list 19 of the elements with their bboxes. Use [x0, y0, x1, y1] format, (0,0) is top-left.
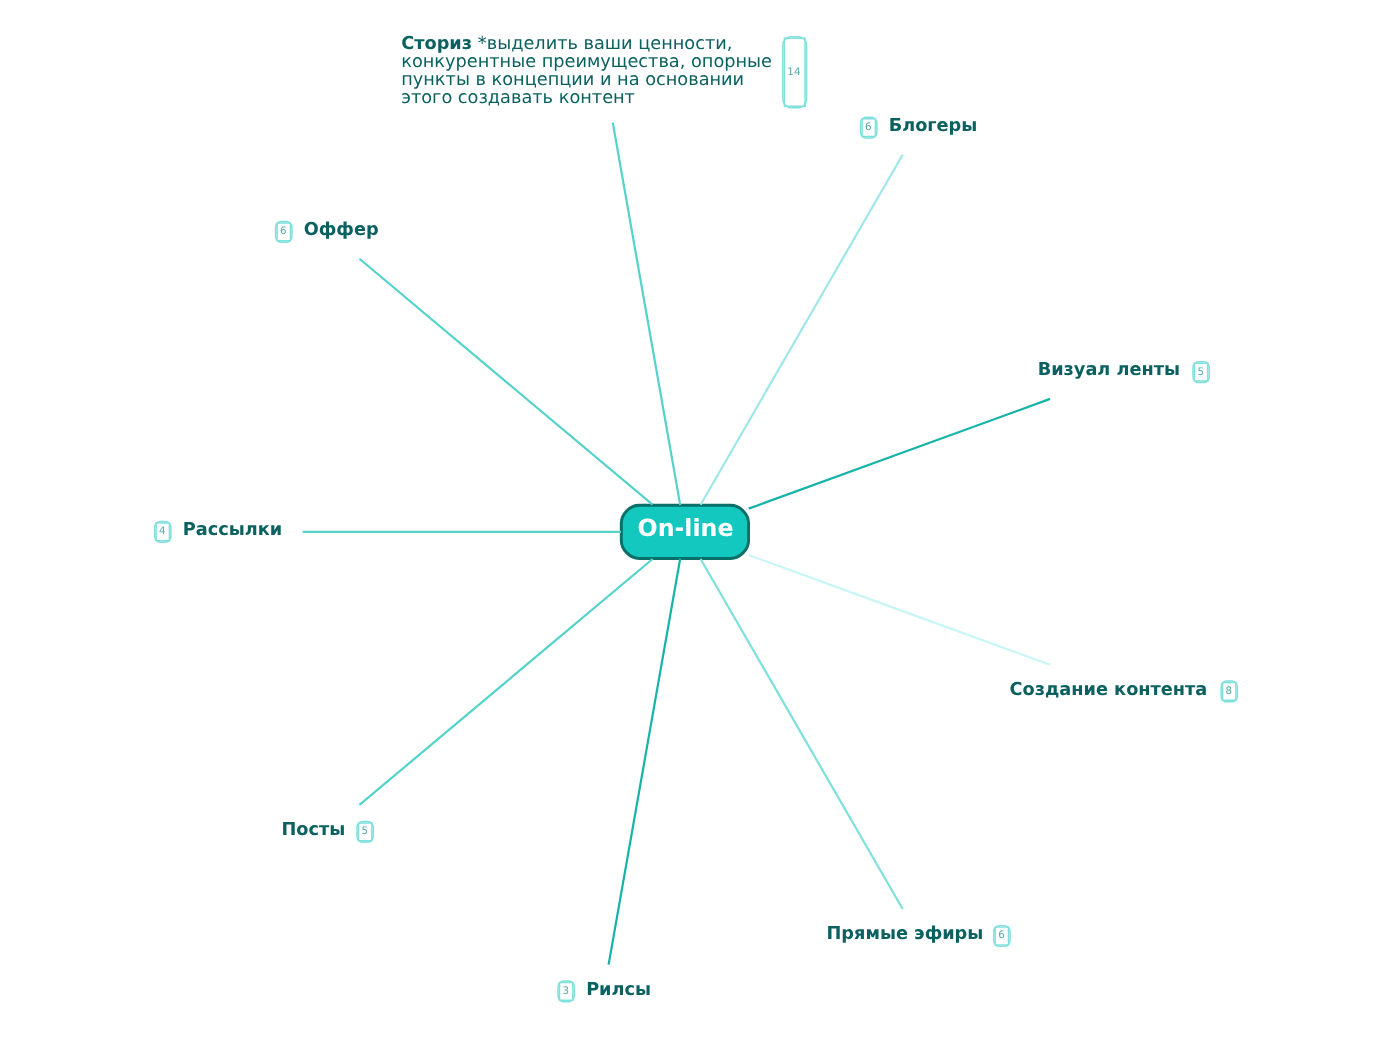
node-label: Визуал ленты: [1037, 361, 1181, 382]
node-label: Рассылки: [182, 520, 283, 541]
node-label: Посты: [281, 820, 346, 841]
connector: [748, 397, 1051, 510]
connector: [302, 530, 621, 533]
connector: [358, 558, 654, 806]
node-box: On-line: [619, 503, 750, 560]
node-label: Блогеры: [888, 116, 978, 137]
node-label: Рилсы: [586, 980, 652, 1001]
node-label: Прямые эфиры: [826, 925, 984, 946]
node-label: Сториз *выделить ваши ценности, конкурентные преимущества, опорные пункты в концепции и на основании этого создавать контент: [401, 35, 773, 109]
connector: [748, 554, 1051, 666]
connector: [607, 558, 682, 965]
connector: [699, 558, 904, 910]
connector: [699, 154, 904, 506]
connector: [611, 122, 682, 506]
node-label: Оффер: [303, 220, 379, 241]
node-label: Создание контента: [1009, 680, 1208, 701]
connector: [358, 257, 654, 506]
